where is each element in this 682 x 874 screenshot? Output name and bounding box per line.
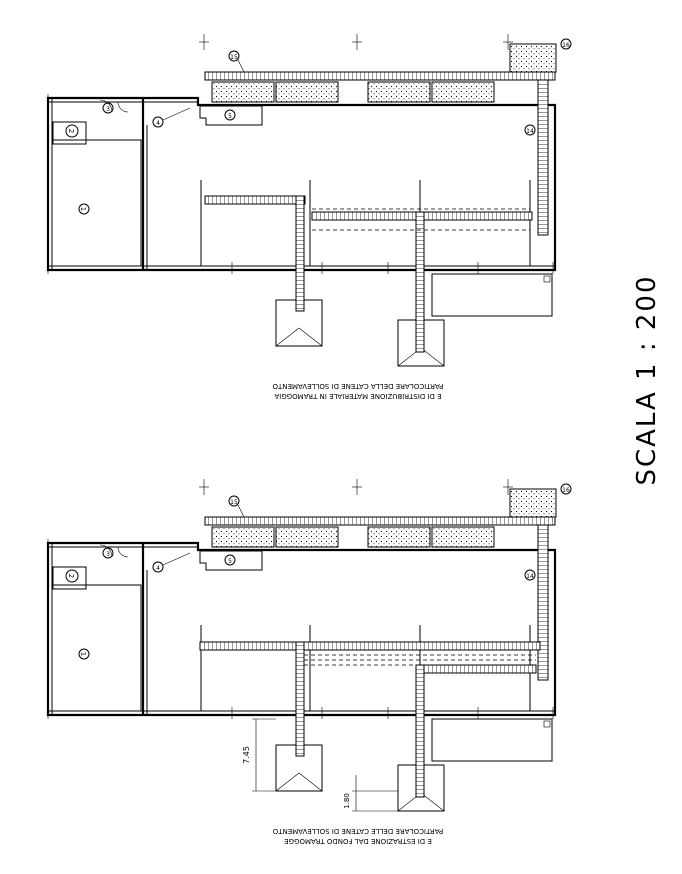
caption-bottom-line1: PARTICOLARE DELLE CATENE DI SOLLEVAMENTO	[272, 827, 443, 835]
caption-top-line1: PARTICOLARE DELLA CATENE DI SOLLEVAMENTO	[272, 382, 443, 390]
caption-top-line2: E DI DISTRIBUZIONE MATERIALE IN TRAMOGGI…	[274, 392, 441, 400]
plan-bottom: 7.45 1.80 PARTICOLARE DELLE CATENE DI SO…	[46, 477, 573, 845]
scale-label: SCALA 1 : 200	[632, 274, 662, 485]
caption-bottom-line2: E DI ESTRAZIONE DAL FONDO TRAMOGGE	[284, 837, 432, 845]
dimension-180: 1.80	[343, 793, 351, 809]
dimension-745: 7.45	[242, 746, 251, 764]
plan-top: PARTICOLARE DELLA CATENE DI SOLLEVAMENTO…	[46, 32, 573, 400]
